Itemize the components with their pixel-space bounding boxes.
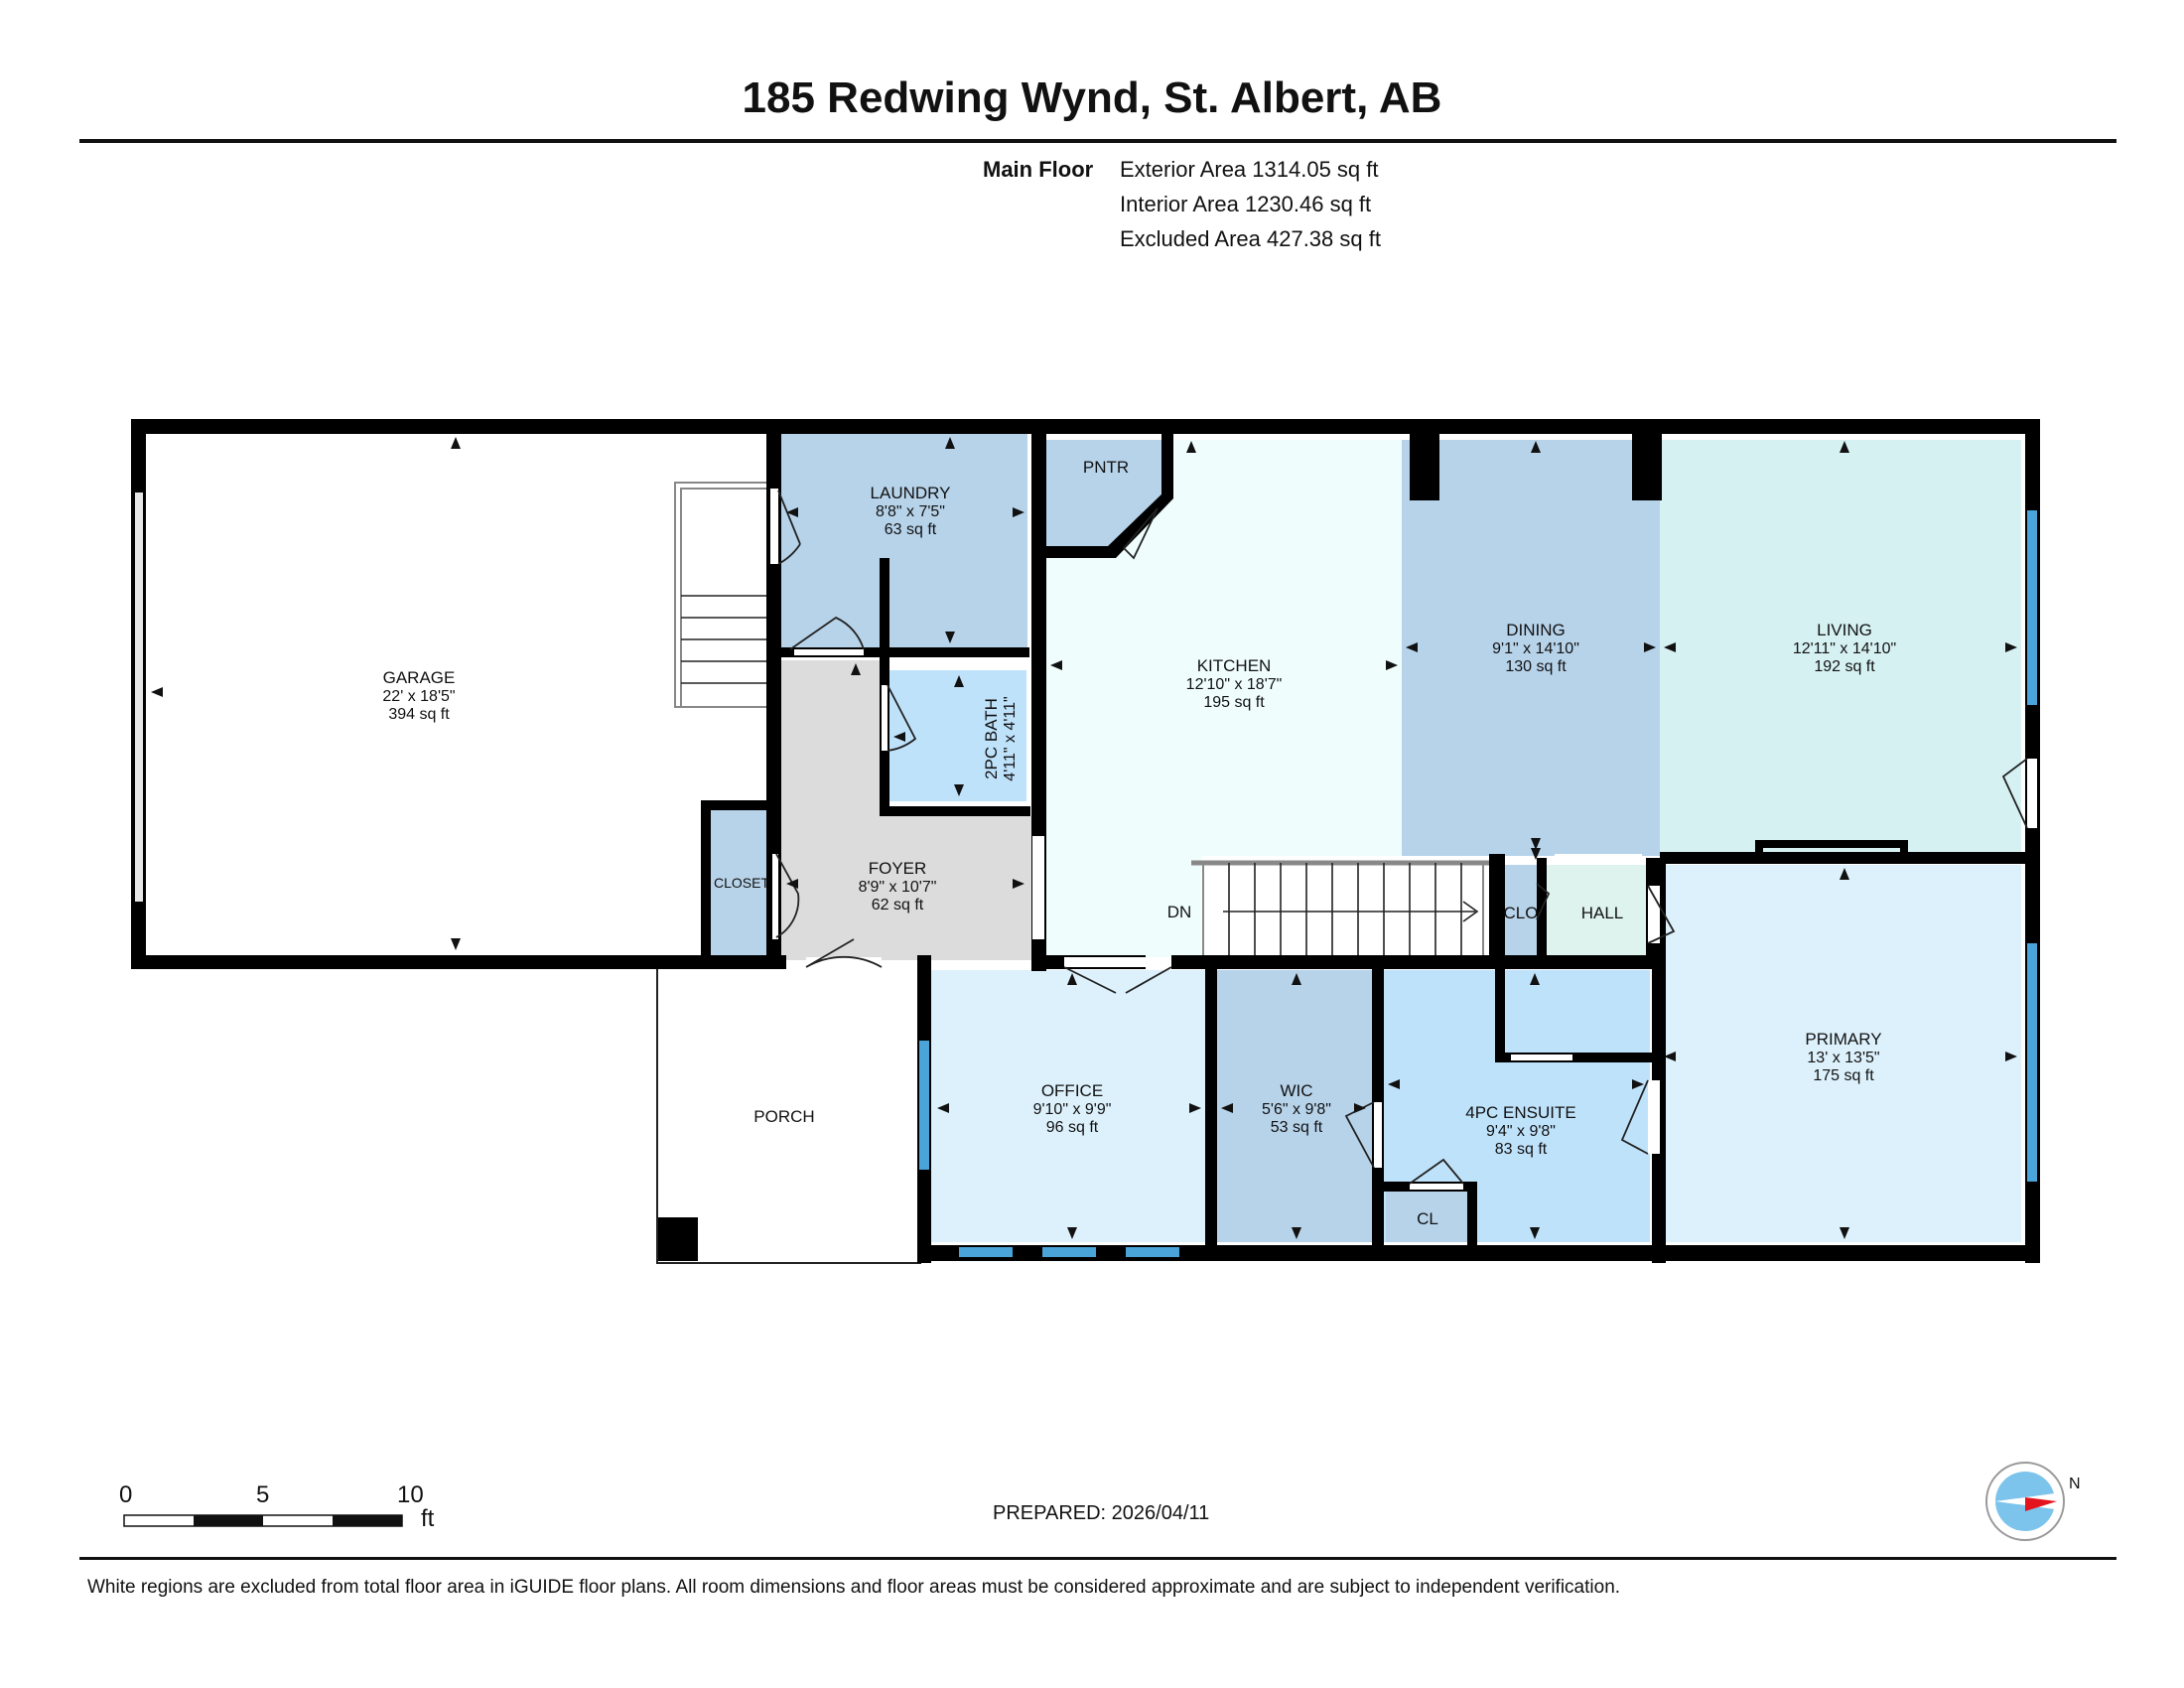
wic-area: 53 sq ft [1271, 1119, 1323, 1136]
porch [656, 968, 921, 1264]
dining-name: DINING [1506, 621, 1566, 639]
living-dims: 12'11" x 14'10" [1793, 640, 1896, 657]
primary-name: PRIMARY [1805, 1030, 1881, 1049]
page-title: 185 Redwing Wynd, St. Albert, AB [742, 73, 1442, 122]
living-fill [1660, 440, 2021, 856]
scale-bar [123, 1514, 403, 1527]
living-area: 192 sq ft [1814, 658, 1875, 675]
garage-name: GARAGE [383, 668, 456, 687]
foyer-dims: 8'9" x 10'7" [859, 879, 937, 896]
garage-stairs [674, 482, 769, 708]
primary-area: 175 sq ft [1813, 1067, 1874, 1084]
prepared-date: PREPARED: 2026/04/11 [993, 1502, 1210, 1524]
stairs-down [1191, 860, 1489, 961]
porch-name: PORCH [753, 1107, 814, 1126]
title-rule [79, 139, 2116, 143]
dining-dims: 9'1" x 14'10" [1492, 640, 1579, 657]
laundry-fill [781, 434, 1027, 650]
kitchen-name: KITCHEN [1197, 656, 1272, 675]
compass-icon [1985, 1462, 2065, 1541]
foyer-name: FOYER [869, 859, 927, 878]
scale-label-5: 5 [256, 1481, 270, 1508]
laundry-area: 63 sq ft [885, 521, 937, 538]
room-labels: GARAGE 22' x 18'5" 394 sq ft LAUNDRY 8'8… [382, 458, 1896, 1228]
office-fill [931, 970, 1205, 1242]
closet-fill [711, 808, 770, 957]
bath-fill [889, 670, 1026, 801]
office-dims: 9'10" x 9'9" [1033, 1101, 1112, 1118]
scale-label-10: 10 [397, 1481, 424, 1508]
dining-fill [1402, 440, 1660, 856]
clo-name: CLO [1504, 904, 1539, 922]
hall-fill [1545, 865, 1646, 960]
door-swings [775, 490, 2028, 1185]
footer-rule [79, 1557, 2116, 1560]
laundry-dims: 8'8" x 7'5" [876, 503, 945, 520]
disclaimer: White regions are excluded from total fl… [87, 1577, 1621, 1598]
scale-unit: ft [421, 1505, 435, 1532]
room-fills [711, 434, 2021, 1242]
cl-fill [1386, 1192, 1471, 1242]
stairs-label: DN [1167, 903, 1192, 921]
exterior-area: Exterior Area 1314.05 sq ft [1120, 157, 1379, 182]
dimension-arrows [151, 437, 2017, 1239]
dining-area: 130 sq ft [1505, 658, 1567, 675]
excluded-area: Excluded Area 427.38 sq ft [1120, 226, 1381, 251]
foyer-area: 62 sq ft [872, 897, 924, 914]
garage-area: 394 sq ft [388, 706, 450, 723]
hall-name: HALL [1581, 904, 1624, 922]
ensuite-name: 4PC ENSUITE [1465, 1103, 1575, 1122]
interior-area: Interior Area 1230.46 sq ft [1120, 192, 1372, 216]
laundry-name: LAUNDRY [871, 484, 951, 502]
floor-label: Main Floor [983, 157, 1094, 182]
walls [131, 419, 2040, 1263]
wic-dims: 5'6" x 9'8" [1262, 1101, 1331, 1118]
wic-fill [1215, 970, 1372, 1242]
ensuite-dims: 9'4" x 9'8" [1486, 1123, 1556, 1140]
kitchen-fill [1046, 440, 1402, 960]
living-name: LIVING [1817, 621, 1872, 639]
primary-fill [1660, 865, 2021, 1242]
office-name: OFFICE [1041, 1081, 1103, 1100]
bath-name: 2PC BATH [982, 698, 1001, 779]
ensuite-area: 83 sq ft [1495, 1141, 1548, 1158]
bath-dims: 4'11" x 4'11" [1002, 696, 1019, 780]
primary-dims: 13' x 13'5" [1807, 1050, 1879, 1066]
garage-dims: 22' x 18'5" [382, 688, 455, 705]
closet-name: CLOSET [714, 875, 769, 891]
wic-name: WIC [1280, 1081, 1312, 1100]
openings [135, 489, 2037, 1190]
kitchen-dims: 12'10" x 18'7" [1186, 676, 1283, 693]
foyer-fill [781, 660, 1036, 960]
kitchen-area: 195 sq ft [1203, 694, 1265, 711]
windows [919, 510, 2037, 1257]
compass-north-label: N [2069, 1476, 2081, 1492]
office-area: 96 sq ft [1046, 1119, 1099, 1136]
pantry-name: PNTR [1083, 458, 1129, 477]
cl-name: CL [1417, 1209, 1438, 1228]
scale-label-0: 0 [119, 1481, 133, 1508]
